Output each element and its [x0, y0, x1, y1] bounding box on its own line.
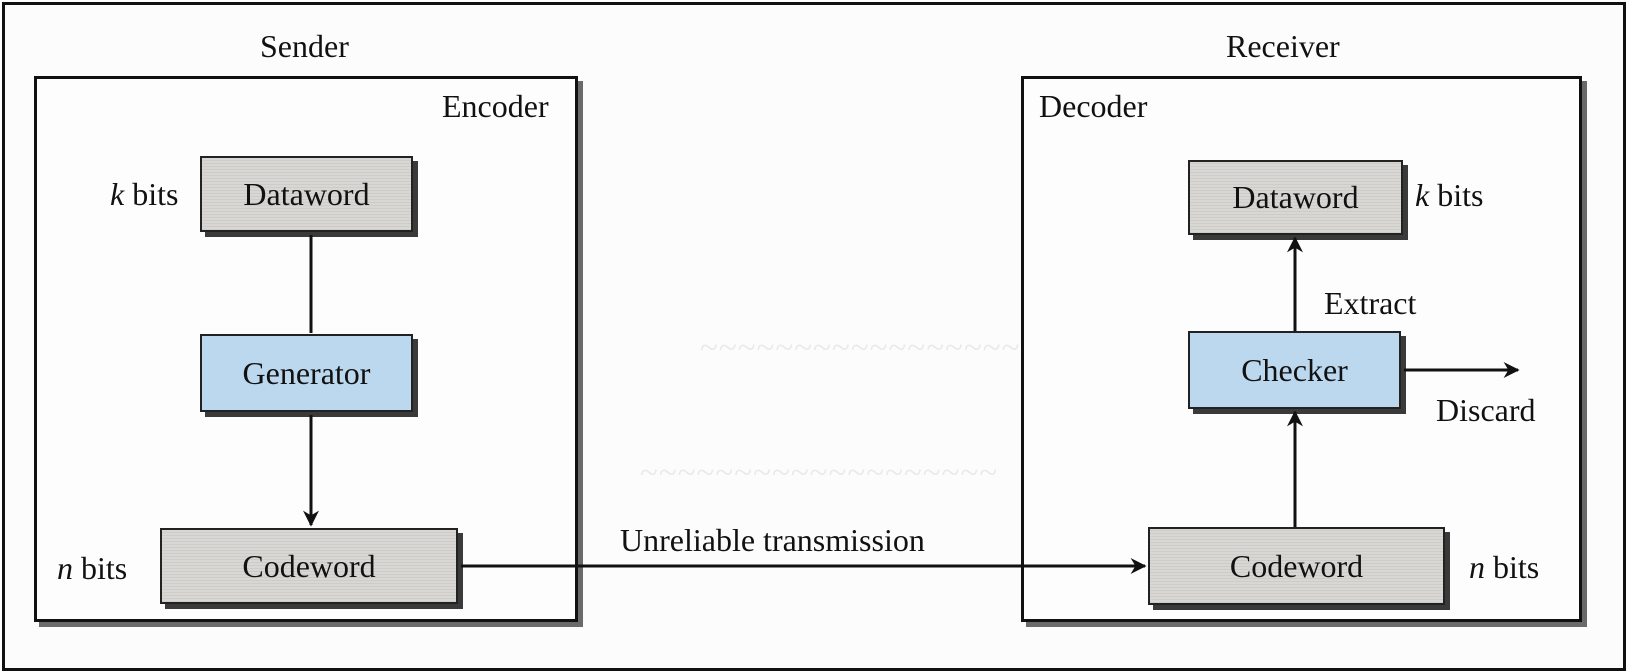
- bleed-through-text: ~~~~~~~~~~~~~~~~~~~: [640, 455, 999, 491]
- encoder-label: Encoder: [442, 88, 549, 124]
- bleed-through-text: ~~~~~~~~~~~~~~~~~~: [700, 330, 1040, 366]
- discard-label: Discard: [1436, 392, 1536, 428]
- receiver-heading: Receiver: [1226, 28, 1340, 64]
- sender-dataword-box: Dataword: [200, 156, 413, 232]
- receiver-dataword-bits: k bits: [1415, 177, 1484, 213]
- receiver-dataword-box: Dataword: [1188, 160, 1403, 235]
- receiver-codeword-bits: n bits: [1469, 549, 1540, 585]
- generator-box: Generator: [200, 334, 413, 412]
- receiver-codeword-box: Codeword: [1148, 527, 1445, 605]
- sender-codeword-box: Codeword: [160, 528, 458, 604]
- decoder-label: Decoder: [1039, 88, 1148, 124]
- sender-dataword-bits: k bits: [110, 176, 179, 212]
- sender-heading: Sender: [260, 28, 349, 64]
- checker-box: Checker: [1188, 331, 1401, 409]
- extract-label: Extract: [1324, 285, 1417, 321]
- channel-label: Unreliable transmission: [620, 522, 925, 558]
- sender-codeword-bits: n bits: [57, 550, 128, 586]
